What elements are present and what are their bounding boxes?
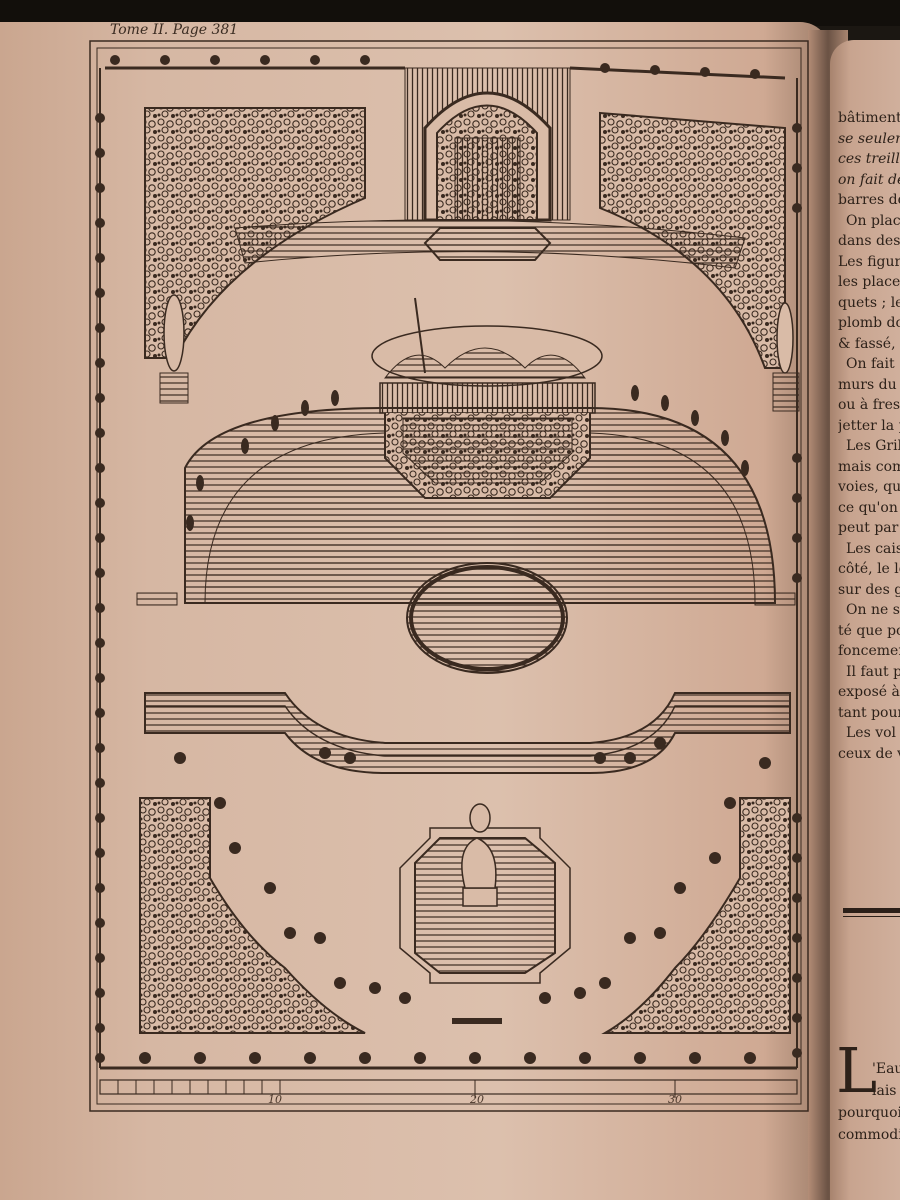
text-line: côté, le lon xyxy=(838,561,900,577)
text-line: On ne sça xyxy=(846,602,900,618)
scale-label-20: 20 xyxy=(470,1093,484,1106)
text-line: les placer xyxy=(838,274,900,290)
text-line: 'Eau xyxy=(872,1061,900,1077)
text-line: foncemens xyxy=(838,643,900,659)
text-line: plomb do xyxy=(838,315,900,331)
text-line: sur des grad xyxy=(838,581,900,598)
text-line: barres de xyxy=(838,192,900,208)
section-opening-text-cont: pourquoi commodit xyxy=(838,1102,900,1146)
text-line: se seulem xyxy=(838,130,900,147)
text-line: On plac xyxy=(846,212,900,229)
section-rule-thin xyxy=(843,916,900,917)
scale-label-30: 30 xyxy=(668,1093,682,1106)
text-line: commodit xyxy=(838,1127,900,1143)
text-line: quets ; les xyxy=(838,294,900,311)
text-line: té que pour xyxy=(838,622,900,639)
text-line: pourquoi xyxy=(838,1105,900,1121)
text-line: ou à fresq xyxy=(838,397,900,413)
text-line: Les vol xyxy=(846,725,897,741)
text-line: bâtiment xyxy=(838,110,900,126)
text-line: Il faut pa xyxy=(846,663,900,680)
text-line: ce qu'on ap xyxy=(838,499,900,516)
text-line: on fait des xyxy=(838,171,900,188)
text-line: Les caiss xyxy=(846,540,900,557)
text-line: mais comm xyxy=(838,458,900,475)
drop-cap: L xyxy=(836,1034,878,1107)
section-opening-text: 'Eau lais & xyxy=(872,1058,900,1102)
text-line: dans des ni xyxy=(838,233,900,249)
scale-label-10: 10 xyxy=(268,1093,282,1106)
text-line: voies, qui f xyxy=(838,479,900,495)
background-shadow xyxy=(0,0,900,26)
text-line: jetter la pl xyxy=(838,417,900,434)
text-line: peut par de xyxy=(838,520,900,536)
text-line: exposé à la xyxy=(838,684,900,700)
right-page xyxy=(830,40,900,1200)
text-line: On fait xyxy=(846,356,895,372)
right-page-text-column: bâtiment se seulem ces treillag on fait des… xyxy=(838,108,900,764)
text-line: ceux de vi xyxy=(838,745,900,762)
text-line: ces treillag xyxy=(838,151,900,167)
text-line: Les figures xyxy=(838,253,900,270)
section-rule xyxy=(843,908,900,913)
text-line: Les Grill xyxy=(846,438,900,454)
garden-plan-engraving xyxy=(89,40,809,1112)
text-line: murs du b xyxy=(838,376,900,393)
text-line: & fassé, o xyxy=(838,335,900,352)
text-line: lais & xyxy=(872,1083,900,1099)
text-line: tant pour l xyxy=(838,704,900,721)
page-header: Tome II. Page 381 xyxy=(110,22,239,38)
